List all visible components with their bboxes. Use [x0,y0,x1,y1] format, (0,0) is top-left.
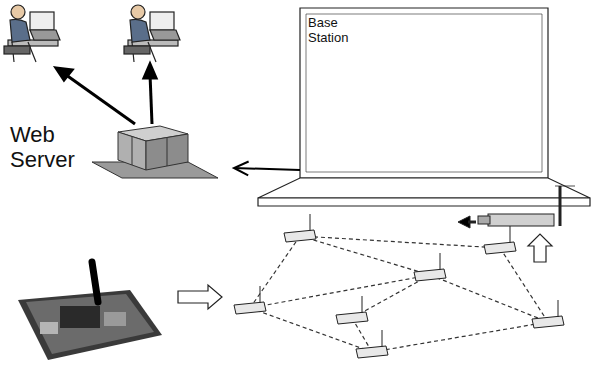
user-icon [4,5,60,62]
base-station-node: Base Station [300,8,548,178]
user-icon [124,5,180,62]
laptop-drawing [258,8,590,206]
mesh-link [250,236,548,352]
node-label: Base Station [308,16,360,46]
hollow-arrow [178,285,222,309]
hollow-arrow [528,234,552,262]
web-server-node: Web Server [6,118,232,180]
node-label: Web Server [10,122,96,173]
usb-dongle [458,186,560,228]
sensor-board [18,262,162,360]
server-icon [92,126,218,178]
user-arrow [56,64,156,124]
data-arrow [234,161,300,175]
sensor-mote [234,214,564,358]
